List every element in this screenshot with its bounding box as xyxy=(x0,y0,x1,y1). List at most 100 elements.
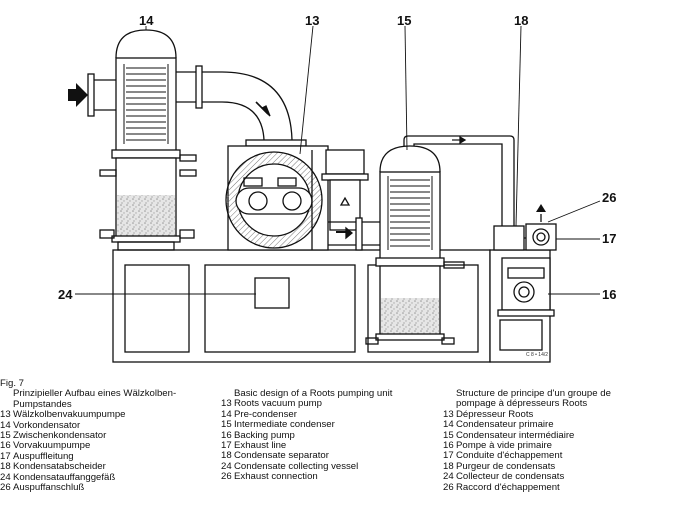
legend-item-number: 24 xyxy=(443,471,454,483)
legend-english-title: Basic design of a Roots pumping unit xyxy=(234,388,393,399)
legend-item-text: Collecteur de condensats xyxy=(456,471,565,483)
legend-item-text: Dépresseur Roots xyxy=(456,408,534,420)
legend-item-number: 26 xyxy=(221,471,232,483)
exhaust-connection-arrow-26 xyxy=(536,204,546,212)
legend-item-text: Pompe à vide primaire xyxy=(456,440,552,452)
legend-item-number: 15 xyxy=(443,429,454,441)
inlet-pipe xyxy=(87,73,116,117)
legend-item-text: Exhaust connection xyxy=(234,471,318,483)
legend-item-text: Zwischenkondensator xyxy=(13,430,107,442)
legend-item-number: 26 xyxy=(443,481,454,493)
inlet-arrow xyxy=(68,83,88,107)
base-frame xyxy=(112,249,551,363)
legend-item-number: 18 xyxy=(0,461,11,473)
legend-item-number: 14 xyxy=(221,408,232,420)
legend-item-text: Condensate separator xyxy=(234,450,329,462)
legend-item-number: 24 xyxy=(221,460,232,472)
legend-item-number: 14 xyxy=(0,419,11,431)
callout-18: 18 xyxy=(514,13,529,28)
condenser-to-separator-pipe xyxy=(403,135,515,226)
legend-item-number: 24 xyxy=(0,471,11,483)
legend-item-text: Auspuffleitung xyxy=(13,450,74,462)
legend-item-text: Raccord d'échappement xyxy=(456,481,560,493)
legend-item-number: 16 xyxy=(221,429,232,441)
legend-item-text: Exhaust line xyxy=(234,440,287,452)
callout-26: 26 xyxy=(602,190,617,205)
figure-number: Fig. 7 xyxy=(0,378,24,389)
callout-15: 15 xyxy=(397,13,412,28)
legend-german: Fig. 7 Prinzipieller Aufbau eines Wälzko… xyxy=(0,378,177,494)
legend-item-number: 18 xyxy=(221,450,232,462)
legend-item-number: 15 xyxy=(0,430,11,442)
legend-item-text: Auspuffanschluß xyxy=(13,482,85,494)
callout-24: 24 xyxy=(58,287,73,302)
roots-pump-13 xyxy=(225,145,329,251)
legend-item-text: Pre-condenser xyxy=(234,408,297,420)
legend-item-number: 16 xyxy=(0,440,11,452)
backing-pump-16 xyxy=(497,257,555,317)
legend-item-text: Vorkondensator xyxy=(13,419,81,431)
legend-item-number: 13 xyxy=(0,409,11,421)
legend-item-text: Kondensatabscheider xyxy=(13,461,106,473)
legend-item-text: Conduite d'échappement xyxy=(456,450,563,462)
legend-item-text: Roots vacuum pump xyxy=(234,398,322,410)
legend-french: Structure de principe d'un groupe de pom… xyxy=(443,388,611,493)
intermediate-condenser-15 xyxy=(365,145,465,345)
legend-item-text: Backing pump xyxy=(234,429,295,441)
legend-item-text: Vorvakuumpumpe xyxy=(13,440,91,452)
condensate-vessel-24 xyxy=(254,277,290,309)
legend-item-number: 17 xyxy=(221,440,232,452)
callout-13: 13 xyxy=(305,13,320,28)
callout-16: 16 xyxy=(602,287,617,302)
legend-item-number: 17 xyxy=(443,450,454,462)
pumping-unit-diagram xyxy=(68,25,601,363)
legend-item-text: Intermediate condenser xyxy=(234,419,335,431)
legend-item-number: 15 xyxy=(221,419,232,431)
condensate-separator-18 xyxy=(493,225,530,251)
pre-condenser-14 xyxy=(99,29,197,251)
legend-french-title: Structure de principe d'un groupe de pom… xyxy=(456,388,611,410)
exhaust-line-17 xyxy=(525,214,557,251)
legend-item-text: Kondensatauffanggefäß xyxy=(13,471,116,483)
callout-14: 14 xyxy=(139,13,154,28)
legend-item-number: 14 xyxy=(443,419,454,431)
pump-to-condenser-pipe xyxy=(328,217,380,251)
elbow-pipe xyxy=(176,65,307,147)
callout-17: 17 xyxy=(602,231,617,246)
legend-german-title: Prinzipieller Aufbau eines Wälzkolben- P… xyxy=(13,388,177,410)
figure-mark: C 8 • 14/2 xyxy=(526,352,549,358)
legend-item-text: Condensateur intermédiaire xyxy=(456,429,575,441)
legend-item-number: 13 xyxy=(443,408,454,420)
legend-item-number: 13 xyxy=(221,398,232,410)
legend-item-number: 18 xyxy=(443,460,454,472)
legend-item-number: 17 xyxy=(0,450,11,462)
legend-item-text: Condensate collecting vessel xyxy=(234,460,359,472)
legend-item-text: Purgeur de condensats xyxy=(456,460,556,472)
legend-item-number: 16 xyxy=(443,440,454,452)
